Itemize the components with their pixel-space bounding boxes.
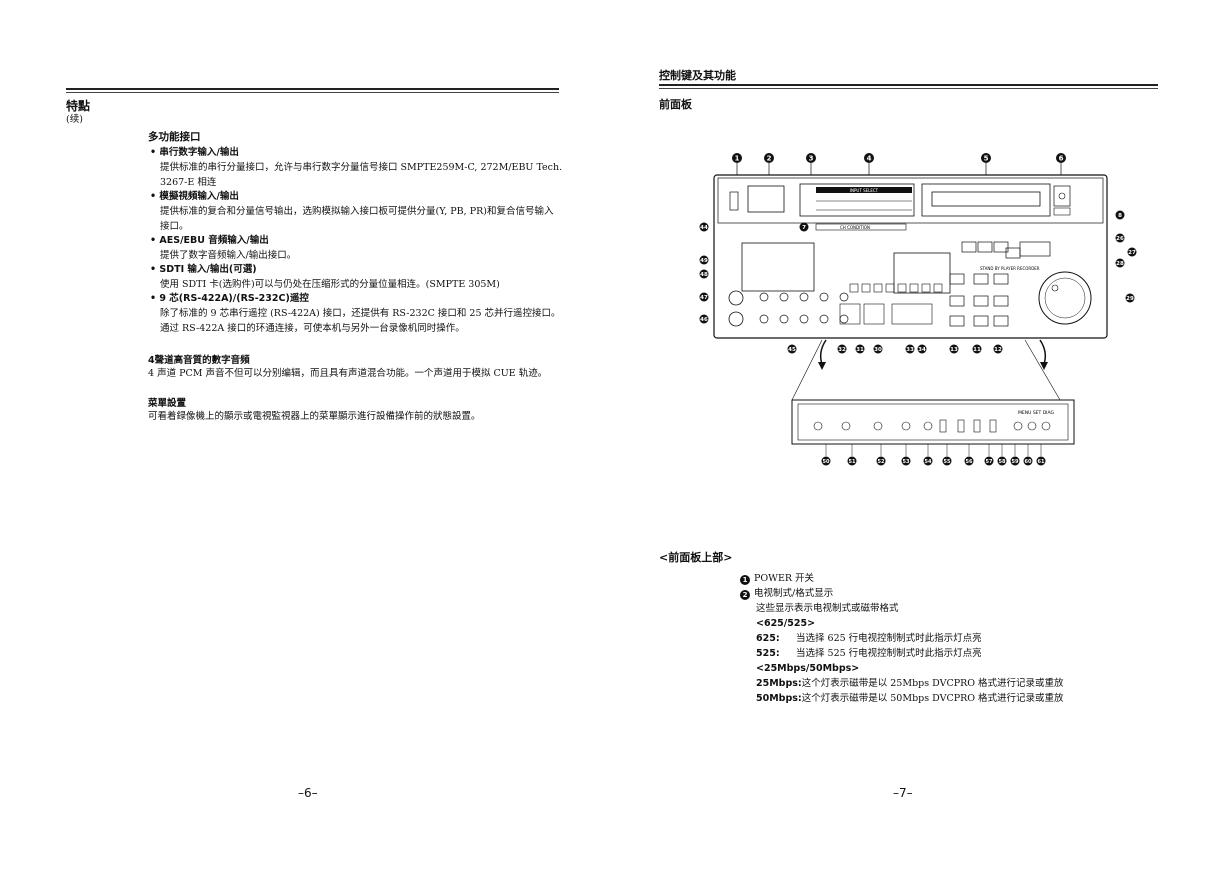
right-page-number: –7– xyxy=(893,786,913,800)
left-content: 多功能接口 • 串行数字输入/输出 提供标准的串行分量接口，允许与串行数字分量信… xyxy=(148,129,568,424)
svg-text:11: 11 xyxy=(973,347,981,353)
svg-text:31: 31 xyxy=(856,347,864,353)
svg-text:57: 57 xyxy=(986,459,993,465)
ch-condition-label: CH CONDITION xyxy=(840,225,870,230)
bullet-analog-video: • 模擬視頻输入/输出 xyxy=(150,191,239,202)
svg-text:3: 3 xyxy=(809,155,814,163)
format-description: 这些显示表示电视制式或磁带格式 <625/525> 625: 当选择 625 行电… xyxy=(756,601,1140,706)
desc-label: <625/525> xyxy=(756,618,816,629)
svg-text:61: 61 xyxy=(1038,459,1045,465)
right-top-rule xyxy=(659,84,1158,86)
svg-text:27: 27 xyxy=(1128,250,1136,256)
desc-line: 这些显示表示电视制式或磁带格式 xyxy=(756,601,1140,616)
item-power: 1 POWER 开关 xyxy=(740,571,1140,586)
svg-text:13: 13 xyxy=(950,347,958,353)
svg-text:58: 58 xyxy=(999,459,1006,465)
svg-text:54: 54 xyxy=(925,459,932,465)
desc-label: 25Mbps: xyxy=(756,678,802,689)
svg-text:7: 7 xyxy=(802,225,806,231)
svg-text:32: 32 xyxy=(838,347,846,353)
svg-text:60: 60 xyxy=(1025,459,1032,465)
svg-text:4: 4 xyxy=(867,155,872,163)
callout-number: 1 xyxy=(740,575,750,585)
bullet-desc-line: 接口。 xyxy=(160,221,189,232)
item-title: 电视制式/格式显示 xyxy=(754,588,834,599)
bullet-sdti: • SDTI 输入/输出(可選) xyxy=(150,264,257,275)
svg-text:33: 33 xyxy=(906,347,914,353)
svg-text:1: 1 xyxy=(735,155,740,163)
svg-text:6: 6 xyxy=(1059,155,1064,163)
svg-text:49: 49 xyxy=(700,258,708,264)
left-top-rule xyxy=(66,88,559,90)
bullet-aes-ebu: • AES/EBU 音頻输入/输出 xyxy=(150,235,269,246)
desc-line: <625/525> xyxy=(756,616,1140,631)
svg-text:52: 52 xyxy=(878,459,885,465)
section-title-menu: 菜單設置 xyxy=(148,398,187,409)
bullet-desc-line: 3267-E 相连 xyxy=(160,177,217,188)
desc-label: 625: xyxy=(756,633,780,644)
right-top-rule-thin xyxy=(659,88,1158,89)
svg-text:28: 28 xyxy=(1116,261,1124,267)
svg-text:50: 50 xyxy=(823,459,830,465)
bullet-remote: • 9 芯(RS-422A)/(RS-232C)遥控 xyxy=(150,293,309,304)
svg-text:26: 26 xyxy=(1116,236,1124,242)
svg-text:2: 2 xyxy=(767,155,772,163)
item-title: POWER 开关 xyxy=(754,573,815,584)
desc-text: 当选择 625 行电视控制制式时此指示灯点亮 xyxy=(796,633,982,644)
svg-text:48: 48 xyxy=(700,272,708,278)
desc-text: 这个灯表示磁带是以 50Mbps DVCPRO 格式进行记录或重放 xyxy=(801,693,1064,704)
svg-text:51: 51 xyxy=(849,459,856,465)
left-page-number: –6– xyxy=(298,786,318,800)
desc-line: 50Mbps:这个灯表示磁带是以 50Mbps DVCPRO 格式进行记录或重放 xyxy=(756,691,1140,706)
svg-text:53: 53 xyxy=(903,459,910,465)
bullet-desc-line: 使用 SDTI 卡(选购件)可以与仍处在压缩形式的分量位量相连。(SMPTE 3… xyxy=(160,279,500,290)
desc-line: <25Mbps/50Mbps> xyxy=(756,661,1140,676)
player-label: STAND BY PLAYER RECORDER xyxy=(980,266,1040,271)
svg-text:56: 56 xyxy=(966,459,973,465)
svg-text:46: 46 xyxy=(700,317,708,323)
svg-text:8: 8 xyxy=(1118,213,1122,219)
left-continued: (续) xyxy=(66,114,83,125)
svg-text:44: 44 xyxy=(700,225,708,231)
desc-text: 这个灯表示磁带是以 25Mbps DVCPRO 格式进行记录或重放 xyxy=(801,678,1064,689)
svg-text:45: 45 xyxy=(788,347,796,353)
bullet-desc-line: 提供标准的串行分量接口，允许与串行数字分量信号接口 SMPTE259M-C, 2… xyxy=(160,162,563,173)
desc-text: 这些显示表示电视制式或磁带格式 xyxy=(756,603,899,614)
svg-text:5: 5 xyxy=(984,155,989,163)
right-subheader: 前面板 xyxy=(659,98,692,111)
desc-line: 625: 当选择 625 行电视控制制式时此指示灯点亮 xyxy=(756,631,1140,646)
svg-text:29: 29 xyxy=(1126,296,1134,302)
bullet-desc-line: 提供了数字音频输入/输出接口。 xyxy=(160,250,297,261)
front-panel-figure: 1 2 3 4 5 6 INPUT SELECT CH CONDITION xyxy=(699,153,1137,466)
item-format-display: 2 电视制式/格式显示 xyxy=(740,586,1140,601)
desc-label: 525: xyxy=(756,648,780,659)
menu-set-diag-label: MENU SET DIAG xyxy=(1018,410,1054,416)
svg-text:34: 34 xyxy=(918,347,926,353)
desc-label: 50Mbps: xyxy=(756,693,802,704)
right-items: 1 POWER 开关 2 电视制式/格式显示 这些显示表示电视制式或磁带格式 <62… xyxy=(740,571,1140,706)
svg-text:55: 55 xyxy=(944,459,951,465)
svg-text:59: 59 xyxy=(1012,459,1019,465)
svg-text:30: 30 xyxy=(874,347,882,353)
desc-line: 525: 当选择 525 行电视控制制式时此指示灯点亮 xyxy=(756,646,1140,661)
section-title-audio: 4聲道高音質的數字音頻 xyxy=(148,355,250,366)
desc-text: 当选择 525 行电视控制制式时此指示灯点亮 xyxy=(796,648,982,659)
desc-label: <25Mbps/50Mbps> xyxy=(756,663,860,674)
right-header: 控制键及其功能 xyxy=(659,69,736,82)
svg-text:12: 12 xyxy=(994,347,1002,353)
bullet-desc-line: 提供标准的复合和分量信号输出，选购模拟输入接口板可提供分量(Y, PB, PR)… xyxy=(160,206,554,217)
svg-text:47: 47 xyxy=(700,295,708,301)
bullet-desc-line: 通过 RS-422A 接口的环通连接，可使本机与另外一台录像机同时操作。 xyxy=(160,323,465,334)
bullet-desc-line: 除了标准的 9 芯串行遥控 (RS-422A) 接口，还提供有 RS-232C … xyxy=(160,308,561,319)
left-heading: 特點 xyxy=(66,99,91,113)
desc-line: 25Mbps:这个灯表示磁带是以 25Mbps DVCPRO 格式进行记录或重放 xyxy=(756,676,1140,691)
section-title-multi-interface: 多功能接口 xyxy=(148,131,201,143)
left-top-rule-thin xyxy=(66,92,559,93)
input-select-label: INPUT SELECT xyxy=(850,188,879,193)
bullet-serial-digital: • 串行数字输入/输出 xyxy=(150,147,239,158)
right-section-title: <前面板上部> xyxy=(659,551,733,564)
menu-desc: 可看着録像機上的顯示或電視監視器上的菜單顯示進行設備操作前的狀態設置。 xyxy=(148,411,481,422)
audio-desc: 4 声道 PCM 声音不但可以分别编辑，而且具有声道混合功能。一个声道用于模拟 … xyxy=(148,368,548,379)
callout-number: 2 xyxy=(740,590,750,600)
